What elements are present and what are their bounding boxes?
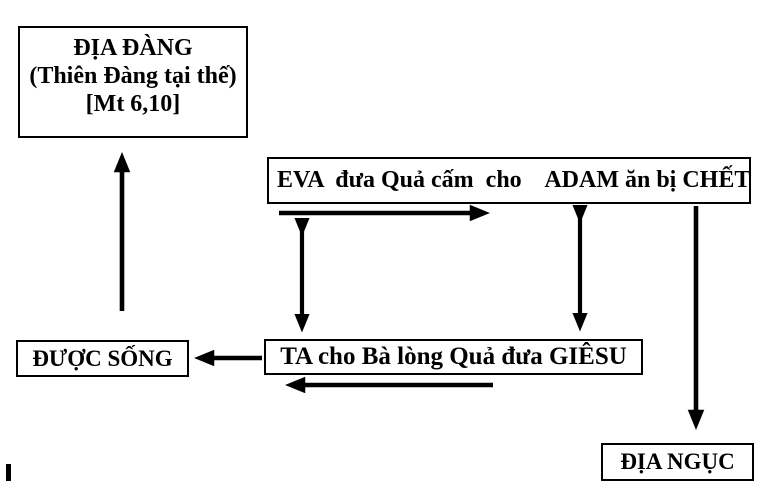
box-duoc-song: ĐƯỢC SỐNG <box>16 340 189 377</box>
box-dia-dang: ĐỊA ĐÀNG (Thiên Đàng tại thế) [Mt 6,10] <box>18 26 248 138</box>
dia-nguc-label: ĐỊA NGỤC <box>620 449 735 474</box>
box-ta-giesu: TA cho Bà lòng Quả đưa GIÊSU <box>264 339 643 375</box>
ta-giesu-label: TA cho Bà lòng Quả đưa GIÊSU <box>280 343 627 370</box>
box-eva-adam: EVA đưa Quả cấm cho ADAM ăn bị CHẾT <box>267 157 751 204</box>
stray-cursor-mark <box>6 464 11 481</box>
eva-adam-label: EVA đưa Quả cấm cho ADAM ăn bị CHẾT <box>277 167 751 193</box>
box-dia-nguc: ĐỊA NGỤC <box>601 443 754 481</box>
dia-dang-reference: [Mt 6,10] <box>85 91 181 117</box>
dia-dang-title: ĐỊA ĐÀNG <box>73 35 193 61</box>
duoc-song-label: ĐƯỢC SỐNG <box>32 345 173 371</box>
dia-dang-subtitle: (Thiên Đàng tại thế) <box>29 63 237 89</box>
